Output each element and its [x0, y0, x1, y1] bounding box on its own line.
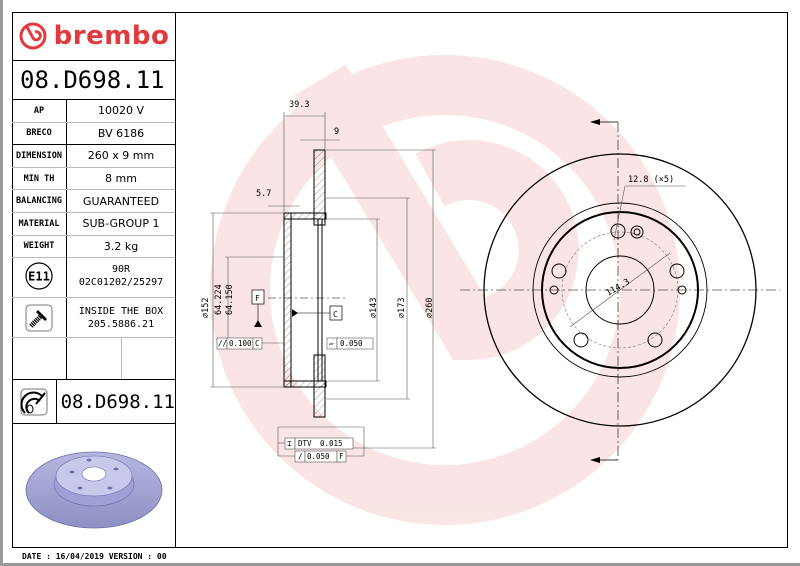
- svg-text:⌶: ⌶: [287, 439, 292, 448]
- cross-section-view: [268, 149, 345, 418]
- dim-dia-260: ⌀260: [425, 298, 435, 318]
- bolt-hole-label: 12.8 (×5): [628, 175, 674, 185]
- technical-drawing: 39.3 9 5.7 ⌀152 64.224 64.150 ⌀143 ⌀173 …: [176, 12, 788, 548]
- runout-tolerance: / 0.050 F: [294, 450, 347, 463]
- dim-overall-height: 39.3: [289, 100, 309, 110]
- svg-text:0.100: 0.100: [229, 339, 252, 348]
- screws-part-number: 205.5886.21: [87, 318, 155, 330]
- dtv-tolerance: ⌶ DTV 0.015: [284, 437, 354, 450]
- dim-hat-wall: 5.7: [256, 189, 271, 199]
- svg-text:E11: E11: [28, 270, 50, 284]
- svg-text:0.015: 0.015: [320, 439, 343, 448]
- dim-dia-173: ⌀173: [397, 298, 407, 318]
- dim-center-upper: 64.224: [214, 284, 224, 315]
- homologation-row: E11 90R 02C01202/25297: [12, 255, 175, 298]
- svg-text:0.050: 0.050: [340, 339, 363, 348]
- screws-note: INSIDE THE BOX: [78, 305, 164, 317]
- datum-f: F: [251, 289, 265, 327]
- sheet-border: [12, 12, 788, 548]
- brand-name: brembo: [53, 21, 170, 51]
- dimension-labels: 39.3 9 5.7 ⌀152 64.224 64.150 ⌀143 ⌀173 …: [201, 100, 435, 318]
- svg-text:F: F: [255, 294, 260, 303]
- product-render: [12, 424, 175, 548]
- empty-row: [12, 338, 175, 380]
- brake-disc-render-icon: [25, 451, 163, 529]
- brembo-watermark: [210, 55, 680, 525]
- disc-caliper-icon: [20, 388, 48, 415]
- parallelism-tolerance: // 0.100 C: [216, 337, 263, 350]
- dim-center-lower: 64.150: [225, 284, 235, 315]
- svg-text:▱: ▱: [329, 339, 334, 348]
- dim-thickness: 9: [334, 127, 339, 137]
- dim-dia-152: ⌀152: [201, 298, 211, 318]
- brembo-logo-icon: [19, 22, 47, 50]
- product-ref-part-number: 08.D698.11: [60, 390, 175, 413]
- svg-text:C: C: [333, 310, 338, 319]
- screws-row: INSIDE THE BOX 205.5886.21: [12, 298, 175, 338]
- svg-text:DTV: DTV: [298, 439, 312, 448]
- dimension-lines: [210, 112, 436, 449]
- brand-logo: brembo: [12, 12, 175, 61]
- svg-text:0.050: 0.050: [307, 452, 330, 461]
- dim-dia-143: ⌀143: [369, 298, 379, 318]
- homologation-code: 90R: [111, 264, 131, 275]
- footer-date-version: DATE : 16/04/2019 VERSION : 00: [22, 552, 167, 561]
- flatness-tolerance: ▱ 0.050: [326, 337, 374, 350]
- svg-text://: //: [218, 339, 227, 348]
- product-ref-row: 08.D698.11: [12, 380, 175, 424]
- date-value: 16/04/2019: [55, 552, 104, 561]
- svg-text:/: /: [298, 452, 303, 461]
- svg-text:C: C: [255, 339, 260, 348]
- e11-mark-icon: E11: [25, 262, 53, 290]
- homologation-number: 02C01202/25297: [78, 277, 164, 288]
- datum-c: C: [292, 305, 343, 321]
- version-value: 00: [156, 552, 167, 561]
- front-view: [460, 121, 780, 461]
- screw-icon: [25, 304, 53, 331]
- svg-text:F: F: [339, 452, 344, 461]
- part-number: 08.D698.11: [12, 60, 175, 100]
